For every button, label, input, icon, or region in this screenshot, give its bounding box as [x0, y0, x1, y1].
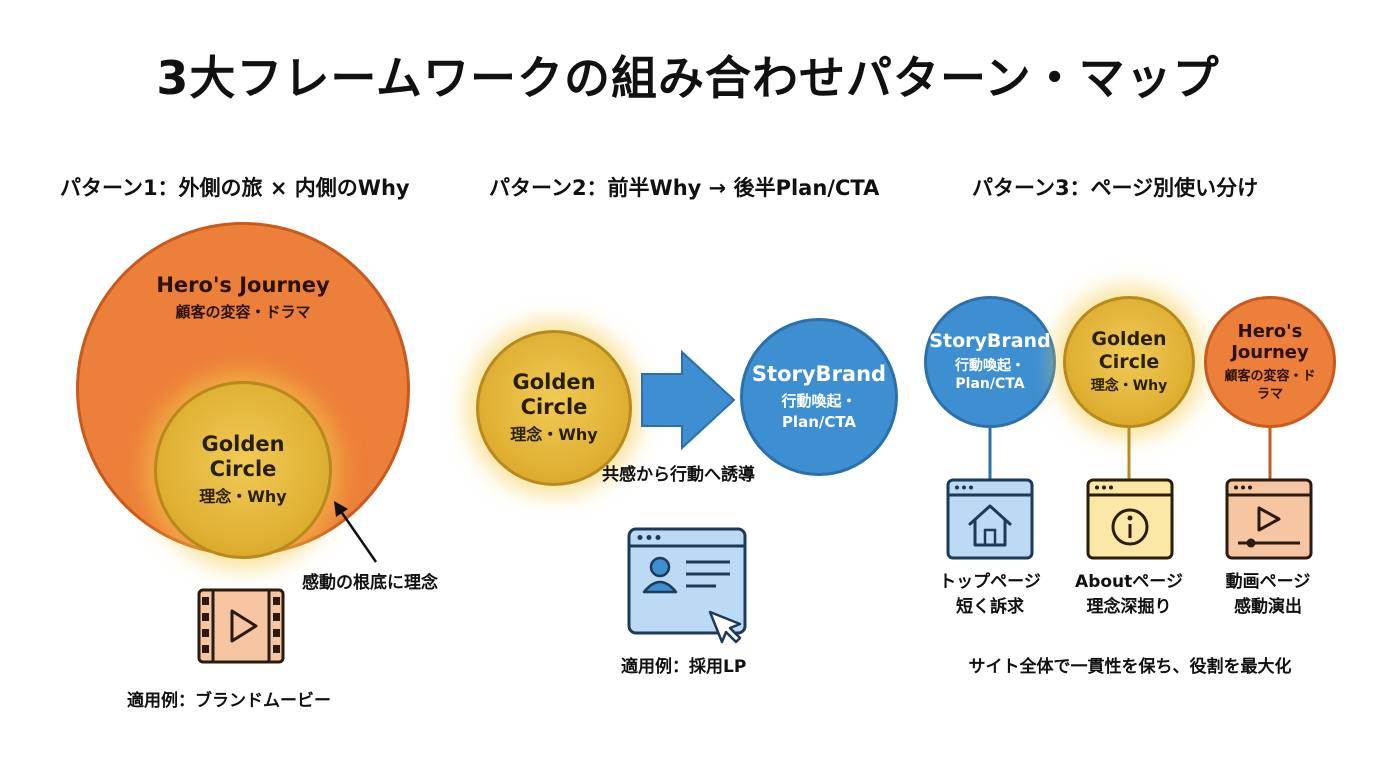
film-strip-icon: [197, 588, 285, 664]
pattern-1-title: パターン1：外側の旅 × 内側のWhy: [60, 176, 410, 200]
recruit-lp-window-icon: [627, 527, 747, 644]
storybrand-circle: StoryBrand 行動喚起・Plan/CTA: [740, 318, 898, 476]
storybrand-name: StoryBrand: [929, 329, 1051, 352]
apply-button-label: 応募: [669, 606, 697, 622]
page-desc: 短く訴求: [956, 596, 1024, 617]
storybrand-sub: 行動喚起・Plan/CTA: [955, 357, 1025, 393]
storybrand-sub: 行動喚起・Plan/CTA: [781, 392, 857, 431]
heros-journey-name: Hero's Journey: [1231, 320, 1309, 364]
golden-circle-inner-circle: Golden Circle 理念・Why: [154, 381, 332, 559]
page-label-about: Aboutページ 理念深掘り: [1064, 570, 1194, 619]
page-desc: 感動演出: [1234, 596, 1302, 617]
pattern-3-title: パターン3：ページ別使い分け: [972, 176, 1259, 200]
page-desc: 理念深掘り: [1086, 596, 1172, 617]
flow-arrow-icon: [641, 349, 736, 451]
golden-circle-name: Golden Circle: [1091, 327, 1167, 373]
golden-circle-sub: 理念・Why: [199, 487, 287, 507]
heros-journey-name: Hero's Journey: [156, 273, 330, 297]
home-page-window-icon: [946, 478, 1034, 560]
video-page-window-icon: [1225, 478, 1313, 560]
page-name: トップページ: [939, 572, 1041, 592]
apply-button-illustration: 応募: [650, 601, 716, 625]
page-label-top: トップページ 短く訴求: [925, 570, 1055, 619]
golden-circle-sub: 理念・Why: [510, 425, 598, 445]
storybrand-circle: StoryBrand 行動喚起・Plan/CTA: [924, 296, 1056, 428]
golden-circle-name: Golden Circle: [512, 370, 596, 420]
pattern-1-example: 適用例：ブランドムービー: [127, 691, 331, 711]
pattern-2-example: 適用例：採用LP: [621, 657, 747, 677]
pattern-2-title: パターン2：前半Why → 後半Plan/CTA: [489, 176, 880, 200]
page-title: 3大フレームワークの組み合わせパターン・マップ: [156, 51, 1220, 105]
golden-circle-sub: 理念・Why: [1090, 378, 1168, 395]
golden-circle-circle: Golden Circle 理念・Why: [1063, 296, 1195, 428]
pattern-2-caption: 共感から行動へ誘導: [602, 465, 755, 485]
page-name: Aboutページ: [1075, 572, 1183, 592]
golden-circle-circle: Golden Circle 理念・Why: [476, 330, 632, 486]
storybrand-name: StoryBrand: [751, 362, 887, 387]
heros-journey-sub: 顧客の変容・ドラマ: [175, 303, 311, 322]
pattern-1-annotation: 感動の根底に理念: [302, 573, 438, 593]
heros-journey-sub: 顧客の変容・ドラマ: [1224, 369, 1316, 402]
page-name: 動画ページ: [1225, 572, 1311, 592]
about-page-window-icon: [1086, 478, 1174, 560]
pattern-3-footer: サイト全体で一貫性を保ち、役割を最大化: [968, 657, 1292, 677]
golden-circle-name: Golden Circle: [201, 432, 285, 482]
page-label-video: 動画ページ 感動演出: [1203, 570, 1333, 619]
heros-journey-circle: Hero's Journey 顧客の変容・ドラマ: [1204, 296, 1336, 428]
